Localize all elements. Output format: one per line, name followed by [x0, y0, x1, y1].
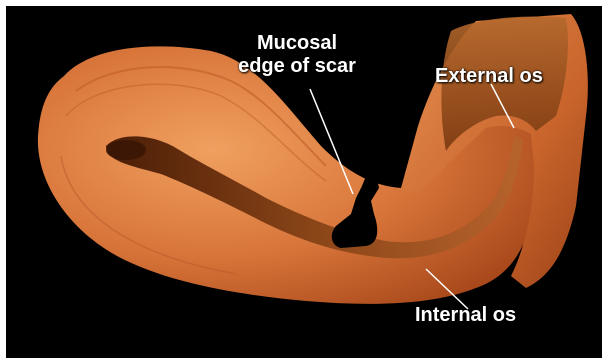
- specimen-canvas: Mucosal edge of scar External os Interna…: [6, 6, 602, 358]
- internal-os-label: Internal os: [415, 304, 516, 327]
- external-os-label: External os: [435, 65, 543, 88]
- mucosal-edge-label: Mucosal edge of scar: [228, 32, 366, 78]
- mucosal-edge-label-line1: Mucosal: [228, 32, 366, 55]
- mucosal-edge-label-line2: edge of scar: [228, 55, 366, 78]
